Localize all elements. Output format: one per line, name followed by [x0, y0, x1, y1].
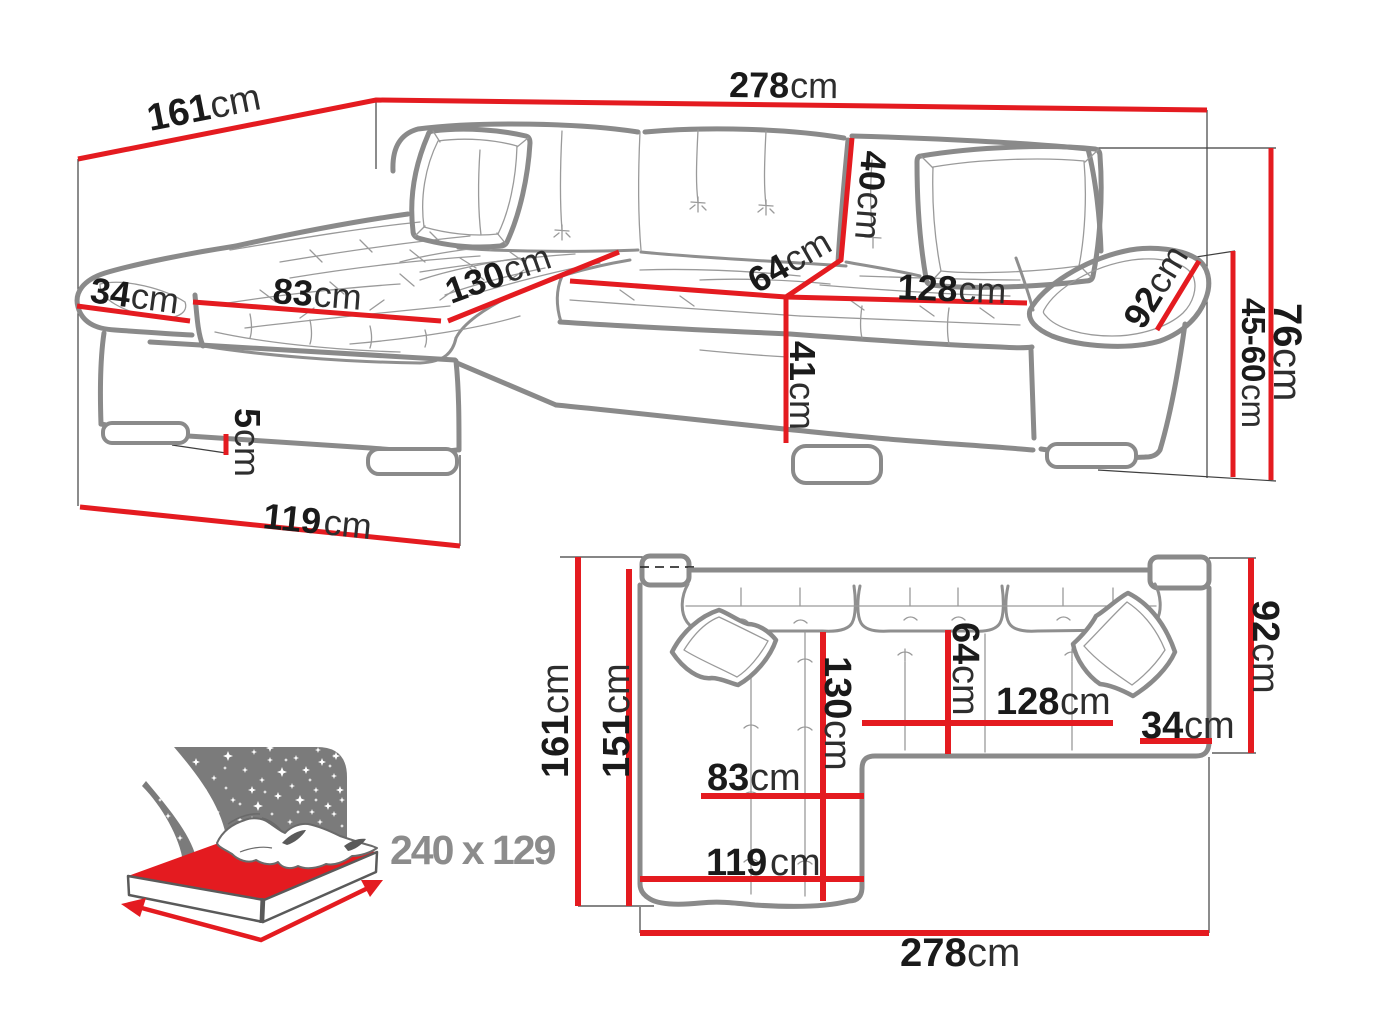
- svg-text:45-60: 45-60: [1235, 298, 1272, 382]
- svg-text:130: 130: [816, 656, 858, 719]
- svg-text:64: 64: [944, 622, 986, 664]
- svg-text:cm: cm: [322, 501, 374, 547]
- svg-text:cm: cm: [1060, 681, 1111, 723]
- svg-text:cm: cm: [312, 273, 363, 318]
- svg-text:83: 83: [707, 757, 749, 799]
- svg-text:cm: cm: [1244, 643, 1286, 694]
- svg-text:161: 161: [535, 715, 577, 778]
- svg-text:240 x 129: 240 x 129: [390, 827, 556, 873]
- svg-text:34: 34: [88, 269, 133, 315]
- svg-text:cm: cm: [129, 275, 182, 322]
- svg-text:128: 128: [897, 266, 959, 309]
- svg-text:cm: cm: [1184, 705, 1235, 747]
- svg-text:cm: cm: [1235, 384, 1272, 428]
- svg-text:119: 119: [261, 495, 323, 542]
- svg-text:cm: cm: [770, 842, 821, 884]
- svg-text:cm: cm: [967, 931, 1020, 975]
- svg-text:83: 83: [271, 270, 314, 314]
- svg-text:41: 41: [782, 341, 823, 381]
- svg-text:cm: cm: [944, 665, 986, 716]
- svg-text:cm: cm: [1265, 348, 1309, 401]
- svg-text:76: 76: [1265, 303, 1309, 348]
- svg-text:cm: cm: [227, 429, 268, 477]
- svg-text:5: 5: [227, 408, 268, 428]
- svg-text:34: 34: [1141, 705, 1183, 747]
- svg-text:cm: cm: [816, 720, 858, 771]
- svg-text:cm: cm: [535, 663, 577, 714]
- svg-text:40: 40: [851, 149, 895, 192]
- svg-text:cm: cm: [782, 382, 823, 430]
- svg-text:cm: cm: [206, 76, 264, 127]
- svg-text:cm: cm: [790, 65, 838, 107]
- svg-text:119: 119: [706, 842, 767, 884]
- svg-text:cm: cm: [596, 663, 638, 714]
- svg-text:cm: cm: [750, 757, 801, 799]
- svg-text:cm: cm: [847, 190, 892, 241]
- svg-text:151: 151: [596, 715, 638, 778]
- svg-text:278: 278: [900, 931, 967, 975]
- svg-text:cm: cm: [958, 269, 1008, 312]
- svg-text:92: 92: [1244, 600, 1286, 642]
- svg-text:128: 128: [996, 681, 1059, 723]
- svg-text:278: 278: [729, 64, 790, 106]
